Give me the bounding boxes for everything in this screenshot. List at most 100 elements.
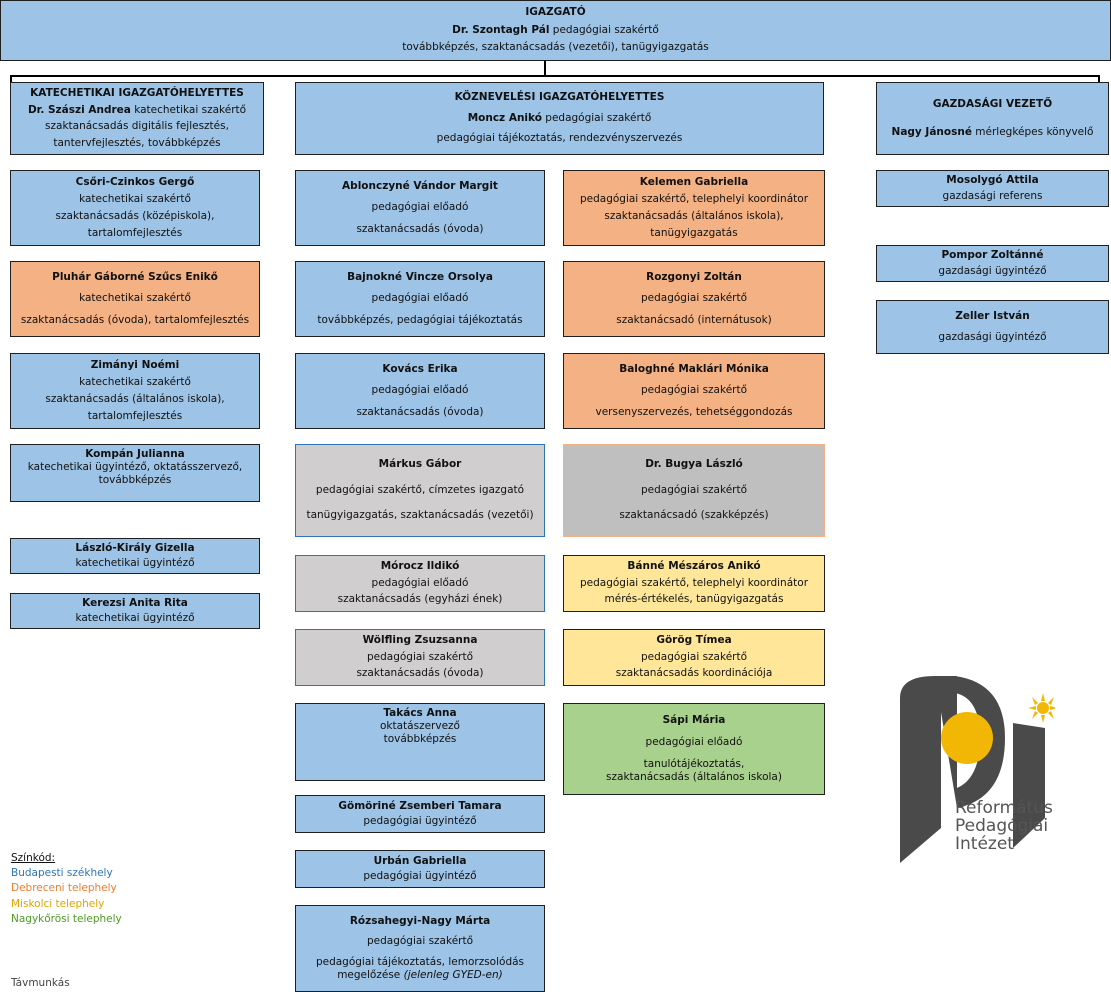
public-education-deputy-role: pedagógiai szakértő — [545, 111, 652, 124]
staff-role: katechetikai szakértő — [79, 375, 191, 388]
staff-role: pedagógiai előadó — [371, 384, 469, 397]
staff-box: Mórocz Ildikó pedagógiai előadó szaktaná… — [295, 555, 545, 612]
staff-name: Mórocz Ildikó — [380, 560, 460, 573]
staff-name: Kerezsi Anita Rita — [82, 596, 188, 609]
staff-duty-note: (jelenleg GYED-en) — [403, 969, 503, 982]
staff-role: katechetikai ügyintéző — [75, 611, 195, 624]
staff-box: Dr. Bugya László pedagógiai szakértő sza… — [563, 444, 825, 537]
staff-box: Bajnokné Vincze Orsolya pedagógiai előad… — [295, 261, 545, 337]
staff-name: Ablonczyné Vándor Margit — [342, 180, 498, 193]
staff-duty: tanügyigazgatás, szaktanácsadás (vezetői… — [306, 509, 534, 522]
director-name-line: Dr. Szontagh Pál pedagógiai szakértő — [452, 24, 659, 37]
finance-head-role: mérlegképes könyvelő — [975, 125, 1094, 138]
staff-duty: versenyszervezés, tehetséggondozás — [595, 405, 793, 418]
catechetical-deputy-box: KATECHETIKAI IGAZGATÓHELYETTES Dr. Szász… — [10, 82, 264, 155]
finance-head-name-line: Nagy Jánosné mérlegképes könyvelő — [892, 126, 1094, 139]
staff-box: Csőri-Czinkos Gergő katechetikai szakért… — [10, 170, 260, 246]
staff-role: pedagógiai szakértő — [640, 292, 748, 305]
staff-box: Bánné Mészáros Anikó pedagógiai szakértő… — [563, 555, 825, 612]
catechetical-deputy-name: Dr. Szászi Andrea — [27, 103, 131, 116]
finance-head-box: GAZDASÁGI VEZETŐ Nagy Jánosné mérlegképe… — [876, 82, 1109, 155]
staff-box: Rózsahegyi-Nagy Márta pedagógiai szakért… — [295, 905, 545, 992]
connector-line — [544, 60, 546, 76]
staff-duty: szaktanácsadás (egyházi ének) — [337, 593, 503, 606]
staff-duty: szaktanácsadás (óvoda) — [356, 405, 484, 418]
staff-role: katechetikai ügyintéző — [75, 556, 195, 569]
catechetical-deputy-title: KATECHETIKAI IGAZGATÓHELYETTES — [30, 87, 244, 100]
logo-text-line: Református — [955, 798, 1053, 818]
staff-box: Zeller István gazdasági ügyintéző — [876, 300, 1109, 354]
staff-role: gazdasági ügyintéző — [938, 330, 1047, 343]
staff-role: pedagógiai előadó — [645, 735, 743, 748]
institute-logo-icon — [900, 676, 1055, 863]
staff-name: Görög Tímea — [656, 634, 732, 647]
staff-duty: továbbképzés, pedagógiai tájékoztatás — [317, 313, 523, 326]
staff-role: pedagógiai szakértő, címzetes igazgató — [315, 483, 525, 496]
finance-head-title: GAZDASÁGI VEZETŐ — [932, 98, 1053, 111]
staff-role: pedagógiai ügyintéző — [363, 815, 477, 828]
staff-duty: szaktanácsadás (általános iskola), — [45, 392, 225, 405]
legend-budapest: Budapesti székhely — [11, 867, 113, 880]
staff-duty: szaktanácsadás (óvoda) — [356, 222, 484, 235]
staff-role: pedagógiai szakértő, telephelyi koordiná… — [579, 192, 809, 205]
director-box: IGAZGATÓ Dr. Szontagh Pál pedagógiai sza… — [0, 0, 1111, 61]
staff-role: katechetikai szakértő — [79, 192, 191, 205]
staff-box: Sápi Mária pedagógiai előadó tanulótájék… — [563, 703, 825, 795]
legend-miskolc: Miskolci telephely — [11, 897, 105, 910]
staff-duty: mérés-értékelés, tanügyigazgatás — [604, 593, 784, 606]
staff-duty: szaktanácsadás koordinációja — [615, 667, 773, 680]
staff-name: Urbán Gabriella — [373, 854, 467, 867]
staff-box: Takács Anna oktatászervező továbbképzés — [295, 703, 545, 781]
staff-name: Sápi Mária — [662, 713, 726, 726]
staff-name: Takács Anna — [383, 707, 457, 719]
staff-box: Mosolygó Attila gazdasági referens — [876, 170, 1109, 207]
staff-box: Rozgonyi Zoltán pedagógiai szakértő szak… — [563, 261, 825, 337]
staff-name: Csőri-Czinkos Gergő — [75, 175, 195, 188]
staff-role: gazdasági ügyintéző — [938, 264, 1047, 277]
staff-box: Pluhár Gáborné Szűcs Enikő katechetikai … — [10, 261, 260, 337]
staff-name: Rózsahegyi-Nagy Márta — [349, 914, 491, 927]
connector-line — [10, 75, 1100, 77]
staff-duty: szaktanácsadó (szakképzés) — [619, 509, 769, 522]
staff-role: pedagógiai előadó — [371, 292, 469, 305]
logo-text-line: Pedagógiai — [955, 815, 1049, 836]
staff-box: Kerezsi Anita Rita katechetikai ügyintéz… — [10, 593, 260, 629]
staff-name: Pompor Zoltánné — [941, 249, 1044, 262]
staff-name: Kelemen Gabriella — [639, 175, 749, 188]
staff-duty: tartalomfejlesztés — [87, 409, 183, 422]
staff-name: Gömöriné Zsemberi Tamara — [338, 799, 502, 812]
staff-role: pedagógiai ügyintéző — [363, 870, 477, 883]
catechetical-deputy-role: katechetikai szakértő — [134, 103, 247, 116]
staff-role: katechetikai szakértő — [79, 292, 191, 305]
staff-box: Kelemen Gabriella pedagógiai szakértő, t… — [563, 170, 825, 246]
staff-role: katechetikai ügyintéző, oktatásszervező, — [27, 461, 243, 474]
staff-duty: szaktanácsadás (általános iskola), — [604, 209, 784, 222]
staff-box: Kovács Erika pedagógiai előadó szaktanác… — [295, 353, 545, 429]
public-education-deputy-box: KÖZNEVELÉSI IGAZGATÓHELYETTES Moncz Anik… — [295, 82, 824, 155]
staff-name: Rozgonyi Zoltán — [646, 271, 742, 284]
staff-duty: szaktanácsadó (internátusok) — [616, 313, 772, 326]
staff-duty: tartalomfejlesztés — [87, 226, 183, 239]
staff-box: Baloghné Maklári Mónika pedagógiai szaké… — [563, 353, 825, 429]
director-role: pedagógiai szakértő — [552, 23, 659, 36]
staff-box: Gömöriné Zsemberi Tamara pedagógiai ügyi… — [295, 795, 545, 833]
color-legend: Színkód: Budapesti székhely Debreceni te… — [11, 851, 122, 927]
staff-duty: szaktanácsadás (általános iskola) — [606, 771, 782, 783]
legend-nagykoros: Nagykőrösi telephely — [11, 912, 122, 925]
staff-role: pedagógiai előadó — [371, 576, 469, 589]
staff-role: pedagógiai szakértő — [366, 935, 474, 948]
staff-name: Dr. Bugya László — [645, 458, 743, 471]
staff-role: gazdasági referens — [942, 189, 1043, 202]
legend-title: Színkód: — [11, 852, 56, 864]
staff-name: Kompán Julianna — [85, 448, 185, 460]
staff-name: Wölfling Zsuzsanna — [362, 634, 478, 647]
director-duties: továbbképzés, szaktanácsadás (vezetői), … — [402, 41, 709, 54]
staff-box: Wölfling Zsuzsanna pedagógiai szakértő s… — [295, 629, 545, 686]
catechetical-deputy-duties-2: tantervfejlesztés, továbbképzés — [53, 136, 221, 149]
finance-head-name: Nagy Jánosné — [891, 125, 972, 138]
staff-role: pedagógiai szakértő — [640, 384, 748, 397]
staff-role: pedagógiai szakértő, telephelyi koordiná… — [579, 576, 809, 589]
staff-name: Bajnokné Vincze Orsolya — [347, 271, 493, 284]
legend-debrecen: Debreceni telephely — [11, 882, 117, 895]
staff-duty: tanulótájékoztatás, — [643, 757, 745, 770]
